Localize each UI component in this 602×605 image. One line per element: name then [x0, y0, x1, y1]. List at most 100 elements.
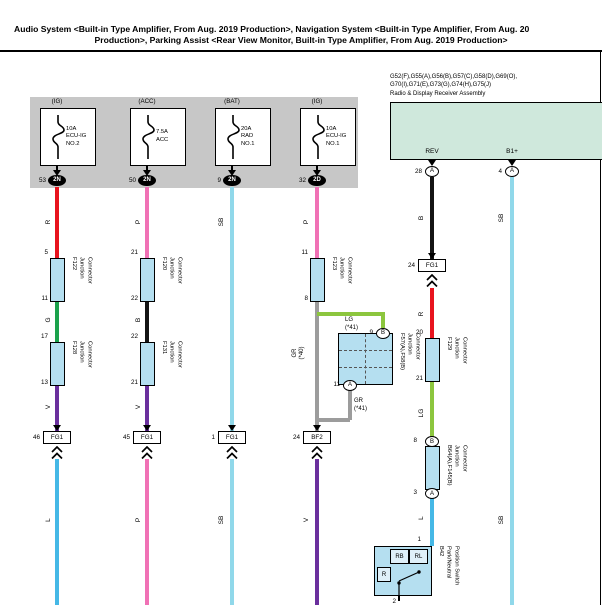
junction-pin-connector: A: [343, 379, 357, 391]
wire-segment: [230, 187, 234, 431]
fuse-label: 10A ECU-IG NO.2: [66, 125, 87, 147]
inline-connector-number: 24: [292, 433, 300, 441]
inline-connector-box: FG1: [133, 431, 161, 444]
wire-arrowhead-icon: [312, 170, 321, 176]
wire-segment: [315, 187, 319, 258]
harness-chevron-icon: [226, 446, 238, 459]
wire-color-label: LG (*41): [345, 317, 359, 331]
diagram-title-line2: Production>, Parking Assist <Rear View M…: [94, 35, 508, 45]
f57-grid-line: [365, 334, 366, 384]
fuse-pin-connector: 2N: [48, 174, 66, 186]
wire-segment: [145, 386, 149, 432]
inline-connector-box: FG1: [418, 259, 446, 272]
harness-chevron-icon: [311, 446, 323, 459]
wire-segment: [145, 459, 149, 605]
terminal-connector-oval: A: [425, 165, 439, 177]
inline-connector-number: 46: [32, 433, 40, 441]
switch-pin-number: 1: [417, 536, 421, 543]
switch-pin-number: 2: [392, 598, 396, 605]
wire-segment: [315, 459, 319, 605]
harness-chevron-icon: [426, 274, 438, 287]
junction-pin-connector: A: [425, 488, 439, 499]
junction-pin-number: 21: [130, 249, 138, 256]
wire-color-label: G: [45, 317, 53, 323]
b42-cell-rb: RB: [390, 549, 409, 564]
wire-segment: [55, 302, 59, 342]
junction-pin-number: 17: [40, 333, 48, 340]
wire-color-label: SB: [498, 213, 506, 223]
wire-segment: [145, 187, 149, 258]
wire-color-label: LG: [418, 408, 426, 418]
wire-color-label: SB: [498, 515, 506, 525]
junction-pin-number: 11: [333, 381, 340, 388]
wire-color-label: P: [303, 219, 311, 225]
receiver-name: Radio & Display Receiver Assembly: [390, 90, 486, 97]
wire-segment: [55, 459, 59, 605]
terminal-connector-oval: A: [505, 165, 519, 177]
wire-segment: [317, 312, 383, 316]
junction-pin-connector: B: [376, 327, 390, 339]
fuse-label: 20A RAD NO.1: [241, 125, 255, 147]
fuse-pin-number: 53: [38, 177, 46, 184]
inline-connector-number: 24: [407, 261, 415, 269]
fuse-pin-connector: 2N: [223, 174, 241, 186]
junction-pin-number: 8: [413, 437, 417, 444]
wire-arrowhead-icon: [227, 425, 236, 431]
junction-pin-connector: B: [425, 436, 439, 447]
fuse-label: 10A ECU-IG NO.1: [326, 125, 347, 147]
junction-connector-label: F123 Junction Connector: [330, 257, 353, 284]
junction-pin-number: 21: [130, 379, 138, 386]
junction-pin-number: 9: [369, 329, 373, 336]
junction-pin-number: 11: [301, 249, 308, 256]
wire-segment: [55, 386, 59, 432]
wire-arrowhead-icon: [52, 425, 61, 431]
fuse-pin-number: 32: [298, 177, 306, 184]
b42-cell-rl: RL: [409, 549, 428, 564]
wire-segment: [315, 302, 319, 432]
wire-arrowhead-icon: [142, 170, 151, 176]
junction-connector-label: F57(A),F58(B) Junction Connector: [398, 333, 421, 371]
fuse-lead: [56, 166, 58, 172]
fuse-icon: [227, 115, 240, 159]
inline-connector-box: FG1: [218, 431, 246, 444]
junction-connector-box: [50, 258, 65, 302]
wire-color-label: GR (*40): [291, 346, 305, 360]
wire-color-label: B: [135, 317, 143, 323]
junction-pin-number: 11: [41, 295, 48, 302]
fuse-pin-number: 9: [217, 177, 221, 184]
wire-color-label: R: [418, 311, 426, 317]
wire-color-label: GR (*41): [354, 398, 368, 412]
fuse-box: 20A RAD NO.1: [215, 108, 271, 166]
receiver-connector-codes: G52(F),G55(A),G56(B),G57(C),G58(D),G69(O…: [390, 74, 518, 88]
switch-label: B42 Park/Neutral Position Switch: [437, 546, 460, 586]
junction-connector-label: B64(A),F145(B) Junction Connector: [445, 445, 468, 486]
fuse-icon: [52, 115, 65, 159]
wire-arrowhead-icon: [142, 425, 151, 431]
switch-lead: [398, 595, 400, 601]
fuse-lead: [146, 166, 148, 172]
wire-segment: [55, 187, 59, 258]
wire-arrowhead-icon: [507, 160, 516, 166]
junction-connector-label: F131 Junction Connector: [160, 341, 183, 368]
wire-color-label: SB: [218, 515, 226, 525]
terminal-b1-label: B1+: [506, 148, 518, 155]
wire-segment: [145, 302, 149, 342]
terminal-pin-number: 4: [498, 167, 502, 175]
junction-connector-box: [140, 258, 155, 302]
junction-connector-label: F122 Junction Connector: [70, 257, 93, 284]
inline-connector-box: BF2: [303, 431, 331, 444]
fuse-source-label: (BAT): [224, 98, 240, 105]
fuse-lead: [316, 166, 318, 172]
b42-cell-r: R: [377, 567, 391, 582]
junction-pin-number: 22: [130, 333, 138, 340]
junction-connector-box: [140, 342, 155, 386]
wire-color-label: B: [418, 215, 426, 221]
wire-segment: [317, 418, 350, 422]
harness-chevron-icon: [51, 446, 63, 459]
wire-segment: [430, 177, 434, 259]
junction-connector-box: [425, 338, 440, 382]
wire-arrowhead-icon: [227, 170, 236, 176]
wire-arrowhead-icon: [427, 253, 436, 259]
junction-connector-label: F120 Junction Connector: [160, 257, 183, 284]
